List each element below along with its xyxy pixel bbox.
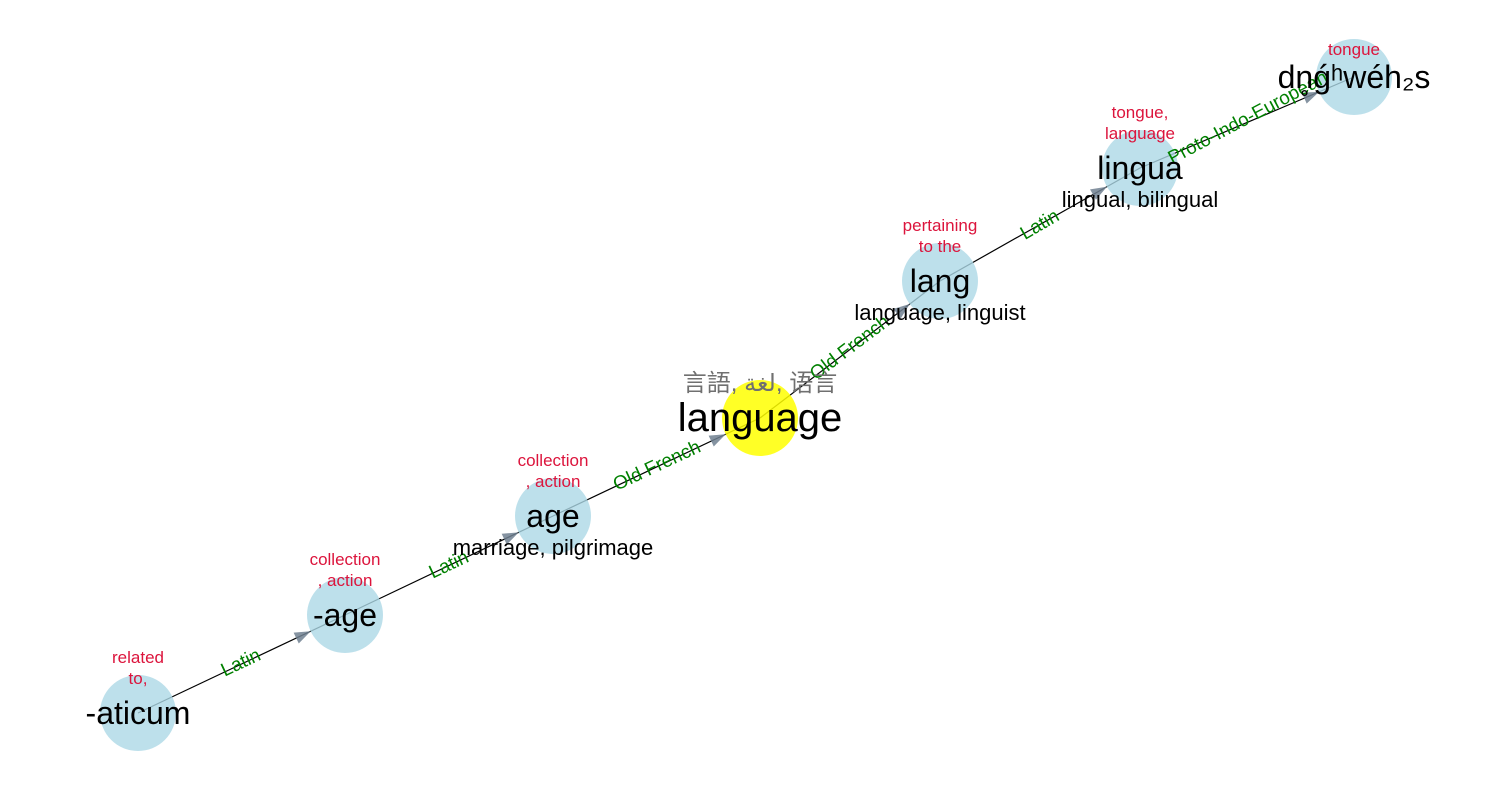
arrowhead-icon <box>1301 91 1320 104</box>
arrowhead-icon <box>708 434 726 447</box>
arrowhead-icon <box>893 304 910 319</box>
node-meaning: , action <box>318 571 373 590</box>
node-derived-words: lingual, bilingual <box>1062 187 1219 212</box>
edge-label: Old French <box>610 437 704 496</box>
node-word: lang <box>910 263 971 299</box>
node-meaning: collection <box>310 550 381 569</box>
node-lang[interactable] <box>902 243 978 319</box>
node-meaning: to, <box>129 669 148 688</box>
node-meaning: , action <box>526 472 581 491</box>
node-word: -age <box>313 597 377 633</box>
node-dnghwehs[interactable] <box>1316 39 1392 115</box>
edge-label: Latin <box>218 645 264 681</box>
node-word: lingua <box>1097 150 1183 186</box>
node-meaning: pertaining <box>903 216 978 235</box>
node-word: age <box>526 498 579 534</box>
node-derived-words: language, linguist <box>854 300 1025 325</box>
edge-label: Latin <box>1017 206 1063 245</box>
node-word: language <box>678 396 843 440</box>
edges-layer <box>137 76 1355 714</box>
node-meaning: collection <box>518 451 589 470</box>
node-word: -aticum <box>86 695 191 731</box>
node-meaning: to the <box>919 237 962 256</box>
node-lingua[interactable] <box>1102 130 1178 206</box>
node-meaning: related <box>112 648 164 667</box>
node-meaning: tongue, <box>1112 103 1169 122</box>
node-age[interactable] <box>515 478 591 554</box>
node-language[interactable] <box>722 380 798 456</box>
arrowhead-icon <box>1090 186 1107 200</box>
node-aticum[interactable] <box>100 675 176 751</box>
node-meaning: language <box>1105 124 1175 143</box>
nodes-layer <box>100 39 1392 751</box>
node-word: dn̥ǵʰwéh₂s <box>1278 59 1431 96</box>
focus-translations: 言語, لغة, 语言 <box>683 370 837 397</box>
arrowhead-icon <box>293 631 311 644</box>
node-age_suffix[interactable] <box>307 577 383 653</box>
node-meaning: tongue <box>1328 40 1380 59</box>
node-derived-words: marriage, pilgrimage <box>453 535 654 560</box>
arrowhead-icon <box>501 532 519 545</box>
